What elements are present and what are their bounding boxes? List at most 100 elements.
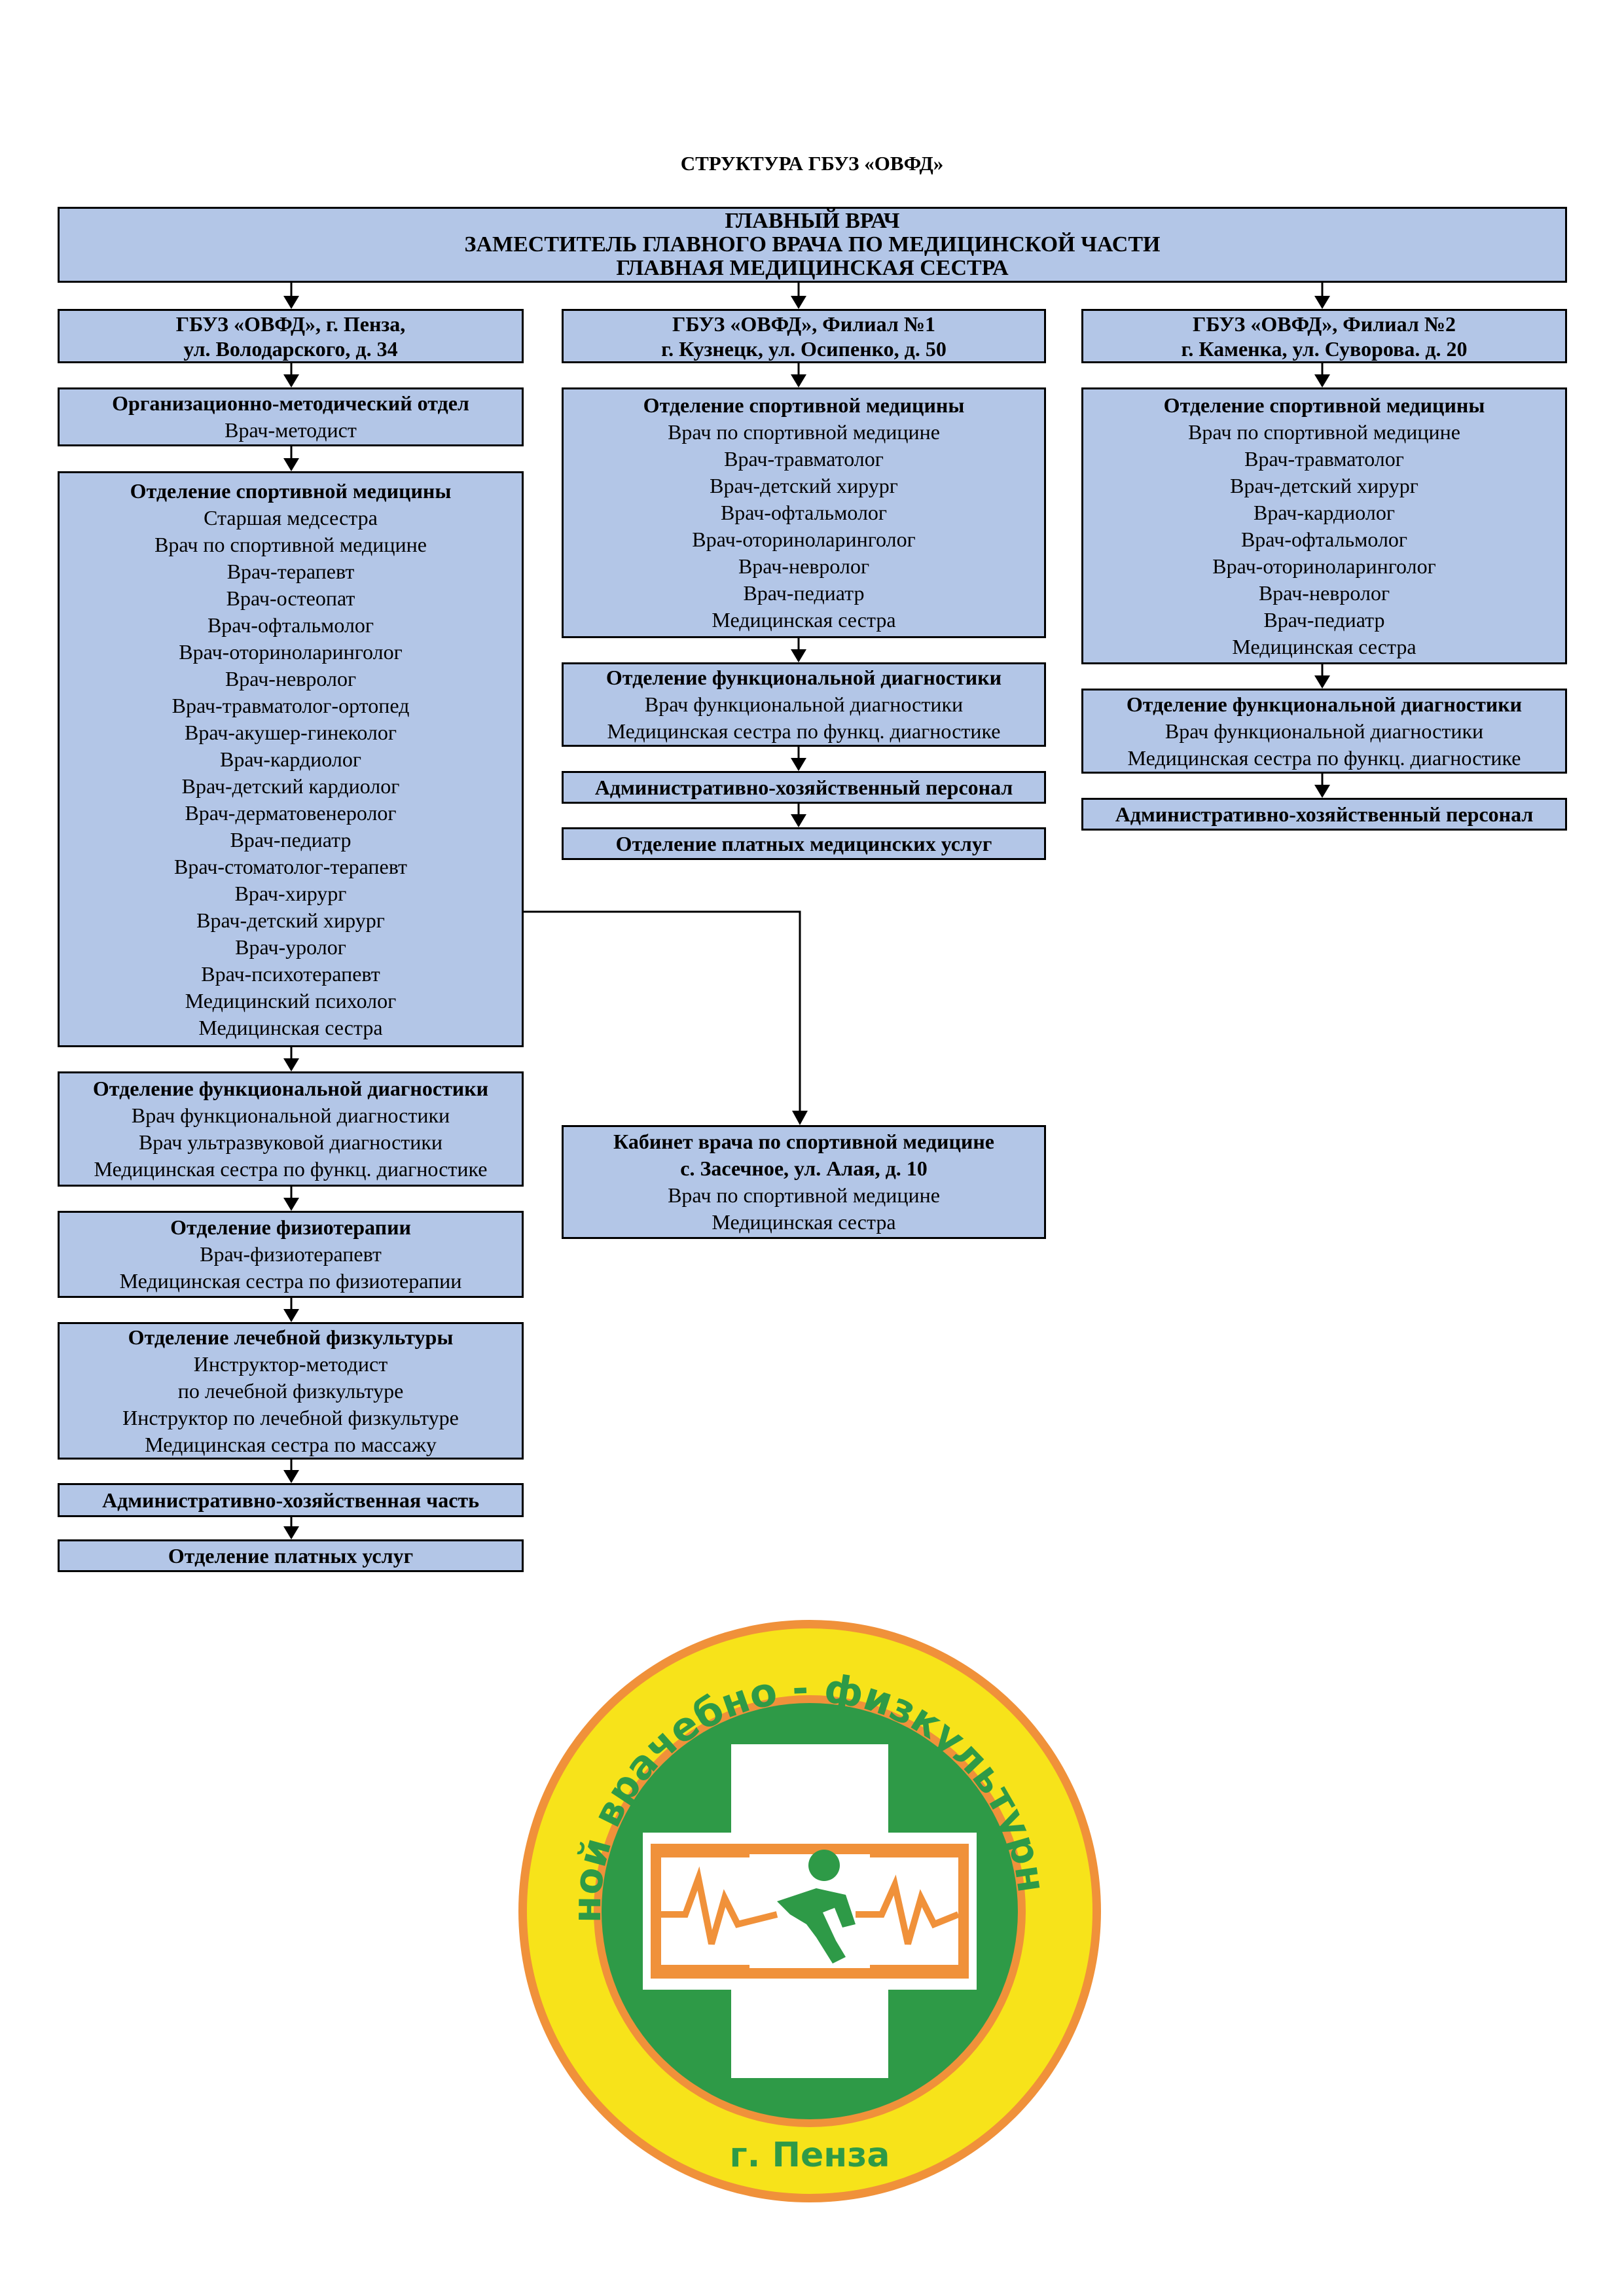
staff-item: Врач-офтальмолог — [1240, 527, 1408, 551]
staff-item: Медицинская сестра — [198, 1015, 383, 1039]
nurse-line: ГЛАВНАЯ МЕДИЦИНСКАЯ СЕСТРА — [616, 256, 1009, 280]
staff-item: Медицинская сестра по физиотерапии — [119, 1269, 462, 1293]
staff-item: Врач-акушер-гинеколог — [185, 720, 397, 744]
func-diag-kamenka-head: Отделение функциональной диагностики — [1126, 692, 1523, 716]
staff-item: Врач-терапевт — [226, 559, 355, 583]
sport-med-kuznetsk-box: Отделение спортивной медицины Врач по сп… — [562, 387, 1046, 638]
staff-item: Инструктор-методист — [193, 1352, 388, 1376]
physio-box: Отделение физиотерапии Врач-физиотерапев… — [58, 1211, 524, 1298]
staff-item: Врач-кардиолог — [1254, 500, 1395, 524]
staff-item: Врач-детский хирург — [710, 474, 898, 497]
staff-item: Медицинская сестра по массажу — [145, 1432, 437, 1456]
staff-item: Врач-хирург — [234, 881, 347, 905]
staff-item: Врач-оториноларинголог — [179, 639, 403, 664]
staff-item: Врач-психотерапевт — [201, 961, 380, 986]
branch-kamenka-line1: ГБУЗ «ОВФД», Филиал №2 — [1193, 312, 1456, 336]
staff-item: Врач-невролог — [225, 666, 357, 691]
branch-kuznetsk-line1: ГБУЗ «ОВФД», Филиал №1 — [672, 312, 935, 336]
org-method-box: Организационно-методический отдел Врач-м… — [58, 387, 524, 446]
admin-penza-label: Административно-хозяйственная часть — [101, 1488, 480, 1512]
staff-item: Врач-травматолог-ортопед — [171, 693, 410, 717]
staff-item: Врач-педиатр — [230, 827, 352, 852]
admin-kuznetsk-label: Административно-хозяйственный персонал — [594, 775, 1013, 799]
lfk-head: Отделение лечебной физкультуры — [128, 1325, 454, 1349]
staff-item: Медицинская сестра по функц. диагностике — [607, 719, 1001, 743]
staff-item: Медицинская сестра по функц. диагностике — [94, 1157, 488, 1181]
staff-item: Врач-невролог — [1258, 581, 1390, 605]
staff-item: Врач по спортивной медицине — [668, 1183, 940, 1207]
ovfd-logo: ГБУЗ «Областной врачебно - физкультурный… — [515, 1617, 1101, 2202]
staff-item: Врач-травматолог — [1244, 446, 1404, 471]
sport-med-penza-box: Отделение спортивной медицины Старшая ме… — [58, 471, 524, 1047]
staff-item: Врач-детский хирург — [1230, 473, 1418, 497]
chief-box: ГЛАВНЫЙ ВРАЧ ЗАМЕСТИТЕЛЬ ГЛАВНОГО ВРАЧА … — [58, 207, 1567, 283]
branch-kuznetsk-line2: г. Кузнецк, ул. Осипенко, д. 50 — [661, 336, 947, 361]
staff-item: Врач функциональной диагностики — [1164, 719, 1484, 743]
sport-med-kamenka-box: Отделение спортивной медицины Врач по сп… — [1081, 387, 1567, 664]
sport-med-kamenka-head: Отделение спортивной медицины — [1163, 393, 1485, 417]
staff-item: Врач-педиатр — [743, 581, 865, 605]
func-diag-kuznetsk-box: Отделение функциональной диагностики Вра… — [562, 662, 1046, 747]
ecg-right-icon — [856, 1874, 960, 1945]
staff-item: Старшая медсестра — [204, 505, 378, 529]
logo-city-text: г. Пенза — [729, 2136, 890, 2175]
staff-item: Врач-травматолог — [724, 447, 884, 471]
staff-item: Врач-кардиолог — [220, 747, 361, 771]
branch-penza-line2: ул. Володарского, д. 34 — [183, 336, 398, 361]
staff-item: Врач-оториноларинголог — [1212, 554, 1436, 578]
org-method-item: Врач-методист — [225, 418, 357, 442]
staff-item: Врач-офтальмолог — [207, 613, 374, 637]
runner-icon — [777, 1850, 856, 1964]
func-diag-penza-head: Отделение функциональной диагностики — [92, 1077, 489, 1100]
chief-line: ГЛАВНЫЙ ВРАЧ — [725, 209, 900, 233]
staff-item: Врач-невролог — [738, 554, 870, 578]
admin-penza-box: Административно-хозяйственная часть — [58, 1483, 524, 1517]
ecg-left-icon — [661, 1866, 778, 1945]
staff-item: Врач-оториноларинголог — [692, 528, 916, 551]
staff-item: Медицинская сестра по функц. диагностике — [1127, 745, 1521, 770]
staff-item: Врач-стоматолог-терапевт — [173, 854, 408, 878]
branch-kamenka-line2: г. Каменка, ул. Суворова. д. 20 — [1181, 336, 1468, 361]
paid-penza-label: Отделение платных услуг — [168, 1543, 414, 1568]
branch-kuznetsk-box: ГБУЗ «ОВФД», Филиал №1 г. Кузнецк, ул. О… — [562, 309, 1046, 363]
staff-item: Врач-дерматовенеролог — [185, 800, 397, 825]
staff-item: Врач-педиатр — [1263, 607, 1385, 632]
staff-item: Медицинский психолог — [185, 988, 397, 1013]
staff-item: Врач функциональной диагностики — [644, 692, 964, 716]
cabinet-zasechnoe-box: Кабинет врача по спортивной медицине с. … — [562, 1125, 1046, 1239]
staff-item: Врач ультразвуковой диагностики — [138, 1130, 443, 1154]
staff-item: по лечебной физкультуре — [177, 1378, 404, 1403]
admin-kamenka-box: Административно-хозяйственный персонал — [1081, 798, 1567, 831]
staff-item: Врач-уролог — [235, 935, 346, 959]
staff-item: Врач-офтальмолог — [720, 501, 888, 524]
cabinet-head-line2: с. Засечное, ул. Алая, д. 10 — [680, 1157, 928, 1180]
cabinet-head-line1: Кабинет врача по спортивной медицине — [613, 1130, 994, 1153]
staff-item: Врач по спортивной медицине — [154, 532, 427, 556]
paid-kuznetsk-label: Отделение платных медицинских услуг — [615, 831, 992, 855]
staff-item: Врач по спортивной медицине — [1188, 420, 1460, 444]
page-title: СТРУКТУРА ГБУЗ «ОВФД» — [680, 152, 944, 175]
deputy-line: ЗАМЕСТИТЕЛЬ ГЛАВНОГО ВРАЧА ПО МЕДИЦИНСКО… — [464, 232, 1161, 257]
lfk-box: Отделение лечебной физкультуры Инструкто… — [58, 1322, 524, 1460]
sport-med-kuznetsk-head: Отделение спортивной медицины — [643, 393, 965, 417]
branch-penza-box: ГБУЗ «ОВФД», г. Пенза, ул. Володарского,… — [58, 309, 524, 363]
func-diag-kuznetsk-head: Отделение функциональной диагностики — [605, 666, 1002, 689]
func-diag-penza-box: Отделение функциональной диагностики Вра… — [58, 1071, 524, 1187]
admin-kuznetsk-box: Административно-хозяйственный персонал — [562, 771, 1046, 804]
sport-med-penza-head: Отделение спортивной медицины — [130, 478, 452, 503]
physio-head: Отделение физиотерапии — [170, 1215, 411, 1239]
org-method-head: Организационно-методический отдел — [112, 391, 469, 415]
branch-kamenka-box: ГБУЗ «ОВФД», Филиал №2 г. Каменка, ул. С… — [1081, 309, 1567, 363]
staff-item: Медицинская сестра — [1232, 634, 1416, 658]
staff-item: Врач функциональной диагностики — [131, 1103, 450, 1127]
staff-item: Врач-детский хирург — [196, 908, 385, 932]
staff-item: Медицинская сестра — [712, 608, 896, 632]
staff-item: Врач-детский кардиолог — [181, 774, 400, 798]
func-diag-kamenka-box: Отделение функциональной диагностики Вра… — [1081, 689, 1567, 774]
paid-kuznetsk-box: Отделение платных медицинских услуг — [562, 827, 1046, 860]
paid-penza-box: Отделение платных услуг — [58, 1539, 524, 1572]
staff-item: Врач-физиотерапевт — [200, 1242, 382, 1266]
admin-kamenka-label: Административно-хозяйственный персонал — [1115, 802, 1534, 826]
branch-penza-line1: ГБУЗ «ОВФД», г. Пенза, — [175, 312, 406, 336]
